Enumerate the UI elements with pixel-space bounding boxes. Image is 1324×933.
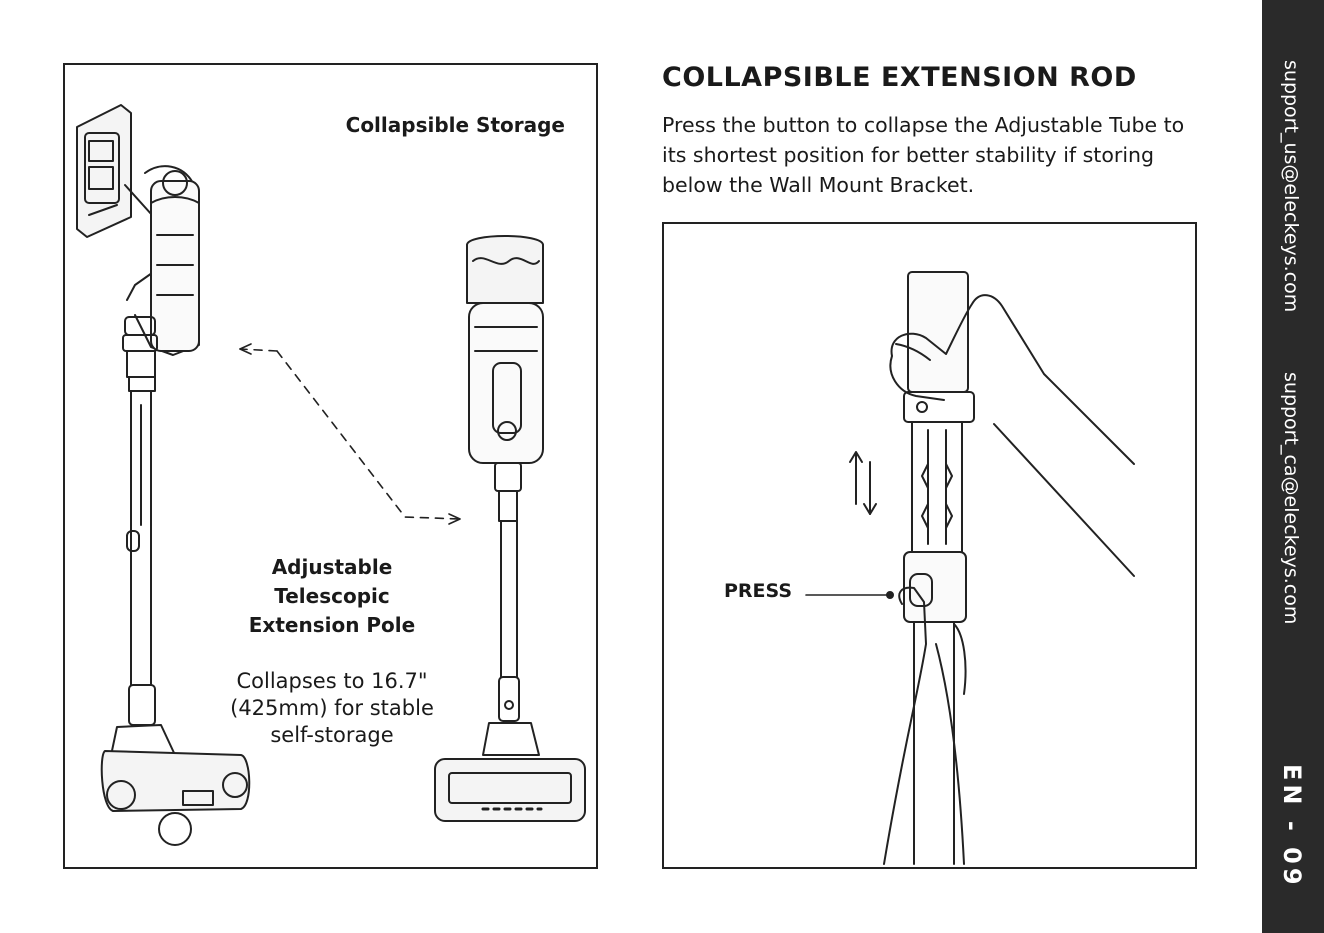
page-number: EN - 09 (1278, 764, 1306, 889)
section-description: Press the button to collapse the Adjusta… (662, 113, 1185, 197)
press-button-illustration (805, 271, 1135, 865)
vacuum-comparison-illustration (76, 104, 586, 846)
upper-thumb-drawing (895, 343, 931, 361)
adjustable-tube-drawing (903, 271, 975, 865)
upper-hand-drawing (889, 294, 1135, 577)
support-email-ca[interactable]: support_ca@eleckeys.com (1280, 372, 1302, 625)
collapse-arrow (239, 348, 461, 520)
standing-vacuum-drawing (434, 235, 586, 822)
page-sidebar: support_us@eleckeys.com support_ca@eleck… (1262, 0, 1324, 933)
arrowhead-right (448, 513, 461, 525)
press-callout-dot (886, 591, 894, 599)
collapse-text-line: (425mm) for stable (230, 696, 434, 720)
press-label: PRESS (724, 580, 793, 602)
arrowhead-left (239, 343, 252, 355)
pole-label-line: Telescopic (274, 584, 390, 608)
section-title: COLLAPSIBLE EXTENSION ROD (662, 62, 1137, 93)
up-down-arrow (849, 451, 877, 515)
extension-pole-label: Adjustable Telescopic Extension Pole (215, 553, 449, 640)
wall-mounted-vacuum-drawing (76, 104, 251, 846)
storage-illustration-panel: Collapsible Storage Adjustable Telescopi… (63, 63, 598, 869)
collapse-dimension-text: Collapses to 16.7" (425mm) for stable se… (215, 668, 449, 749)
pole-label-line: Extension Pole (248, 613, 416, 637)
collapsible-storage-label: Collapsible Storage (345, 113, 565, 137)
lower-hand-drawing (883, 586, 967, 865)
pole-label-line: Adjustable (271, 555, 393, 579)
collapse-text-line: Collapses to 16.7" (236, 669, 428, 693)
press-button-illustration-panel: PRESS (662, 222, 1197, 869)
support-email-us[interactable]: support_us@eleckeys.com (1280, 60, 1302, 313)
collapse-text-line: self-storage (270, 723, 394, 747)
